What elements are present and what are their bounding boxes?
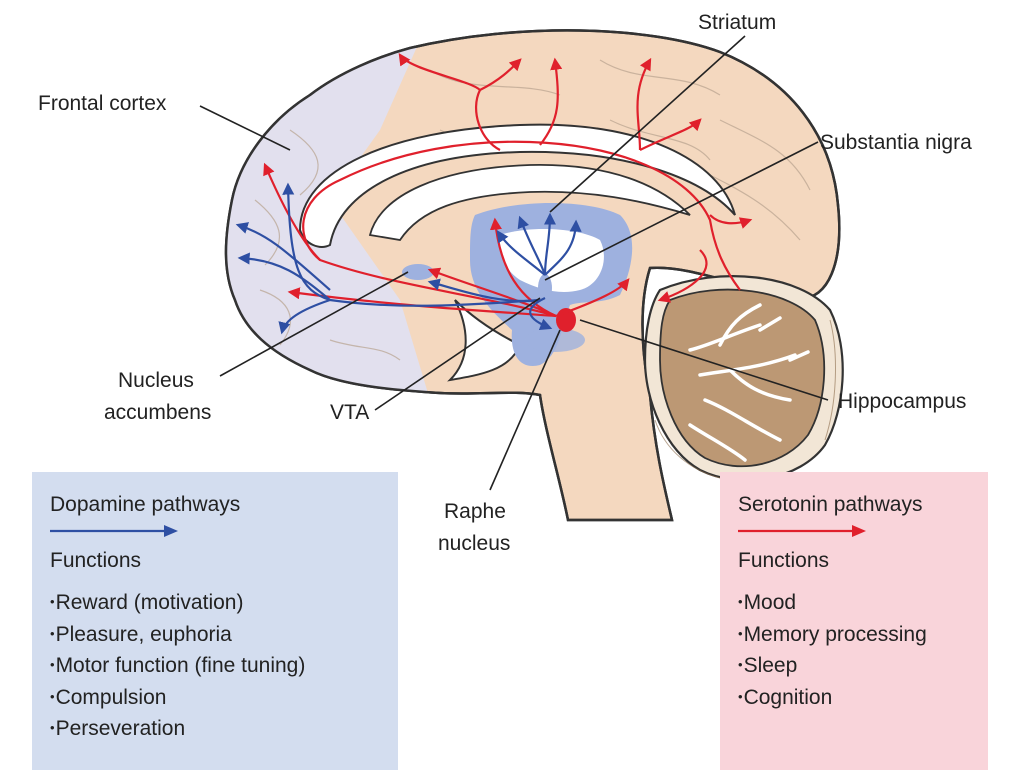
cerebellum (645, 276, 843, 480)
label-hippocampus: Hippocampus (838, 390, 966, 413)
label-striatum: Striatum (698, 11, 776, 34)
dopamine-function-item: Motor function (fine tuning) (50, 651, 380, 683)
dopamine-function-item: Perseveration (50, 714, 380, 746)
dopamine-legend-panel: Dopamine pathways Functions Reward (moti… (32, 472, 398, 770)
label-vta: VTA (330, 401, 369, 424)
dopamine-function-item: Pleasure, euphoria (50, 620, 380, 652)
serotonin-function-item: Sleep (738, 651, 970, 683)
serotonin-function-item: Memory processing (738, 620, 970, 652)
label-raphe-line1: Raphe (444, 500, 506, 523)
label-substantia-nigra: Substantia nigra (820, 131, 972, 154)
serotonin-function-item: Cognition (738, 683, 970, 715)
dopamine-legend-title: Dopamine pathways (50, 492, 380, 518)
label-frontal-cortex: Frontal cortex (38, 92, 167, 115)
label-raphe-line2: nucleus (438, 532, 510, 555)
serotonin-functions-list: Mood Memory processing Sleep Cognition (738, 588, 970, 714)
label-nucleus-accumbens-line1: Nucleus (118, 369, 194, 392)
serotonin-legend-title: Serotonin pathways (738, 492, 970, 518)
label-nucleus-accumbens-line2: accumbens (104, 401, 211, 424)
dopamine-legend-arrow-icon (50, 524, 180, 538)
dopamine-function-item: Compulsion (50, 683, 380, 715)
dopamine-functions-heading: Functions (50, 548, 380, 574)
serotonin-function-item: Mood (738, 588, 970, 620)
dopamine-functions-list: Reward (motivation) Pleasure, euphoria M… (50, 588, 380, 746)
serotonin-functions-heading: Functions (738, 548, 970, 574)
serotonin-legend-panel: Serotonin pathways Functions Mood Memory… (720, 472, 988, 770)
dopamine-function-item: Reward (motivation) (50, 588, 380, 620)
serotonin-legend-arrow-icon (738, 524, 868, 538)
